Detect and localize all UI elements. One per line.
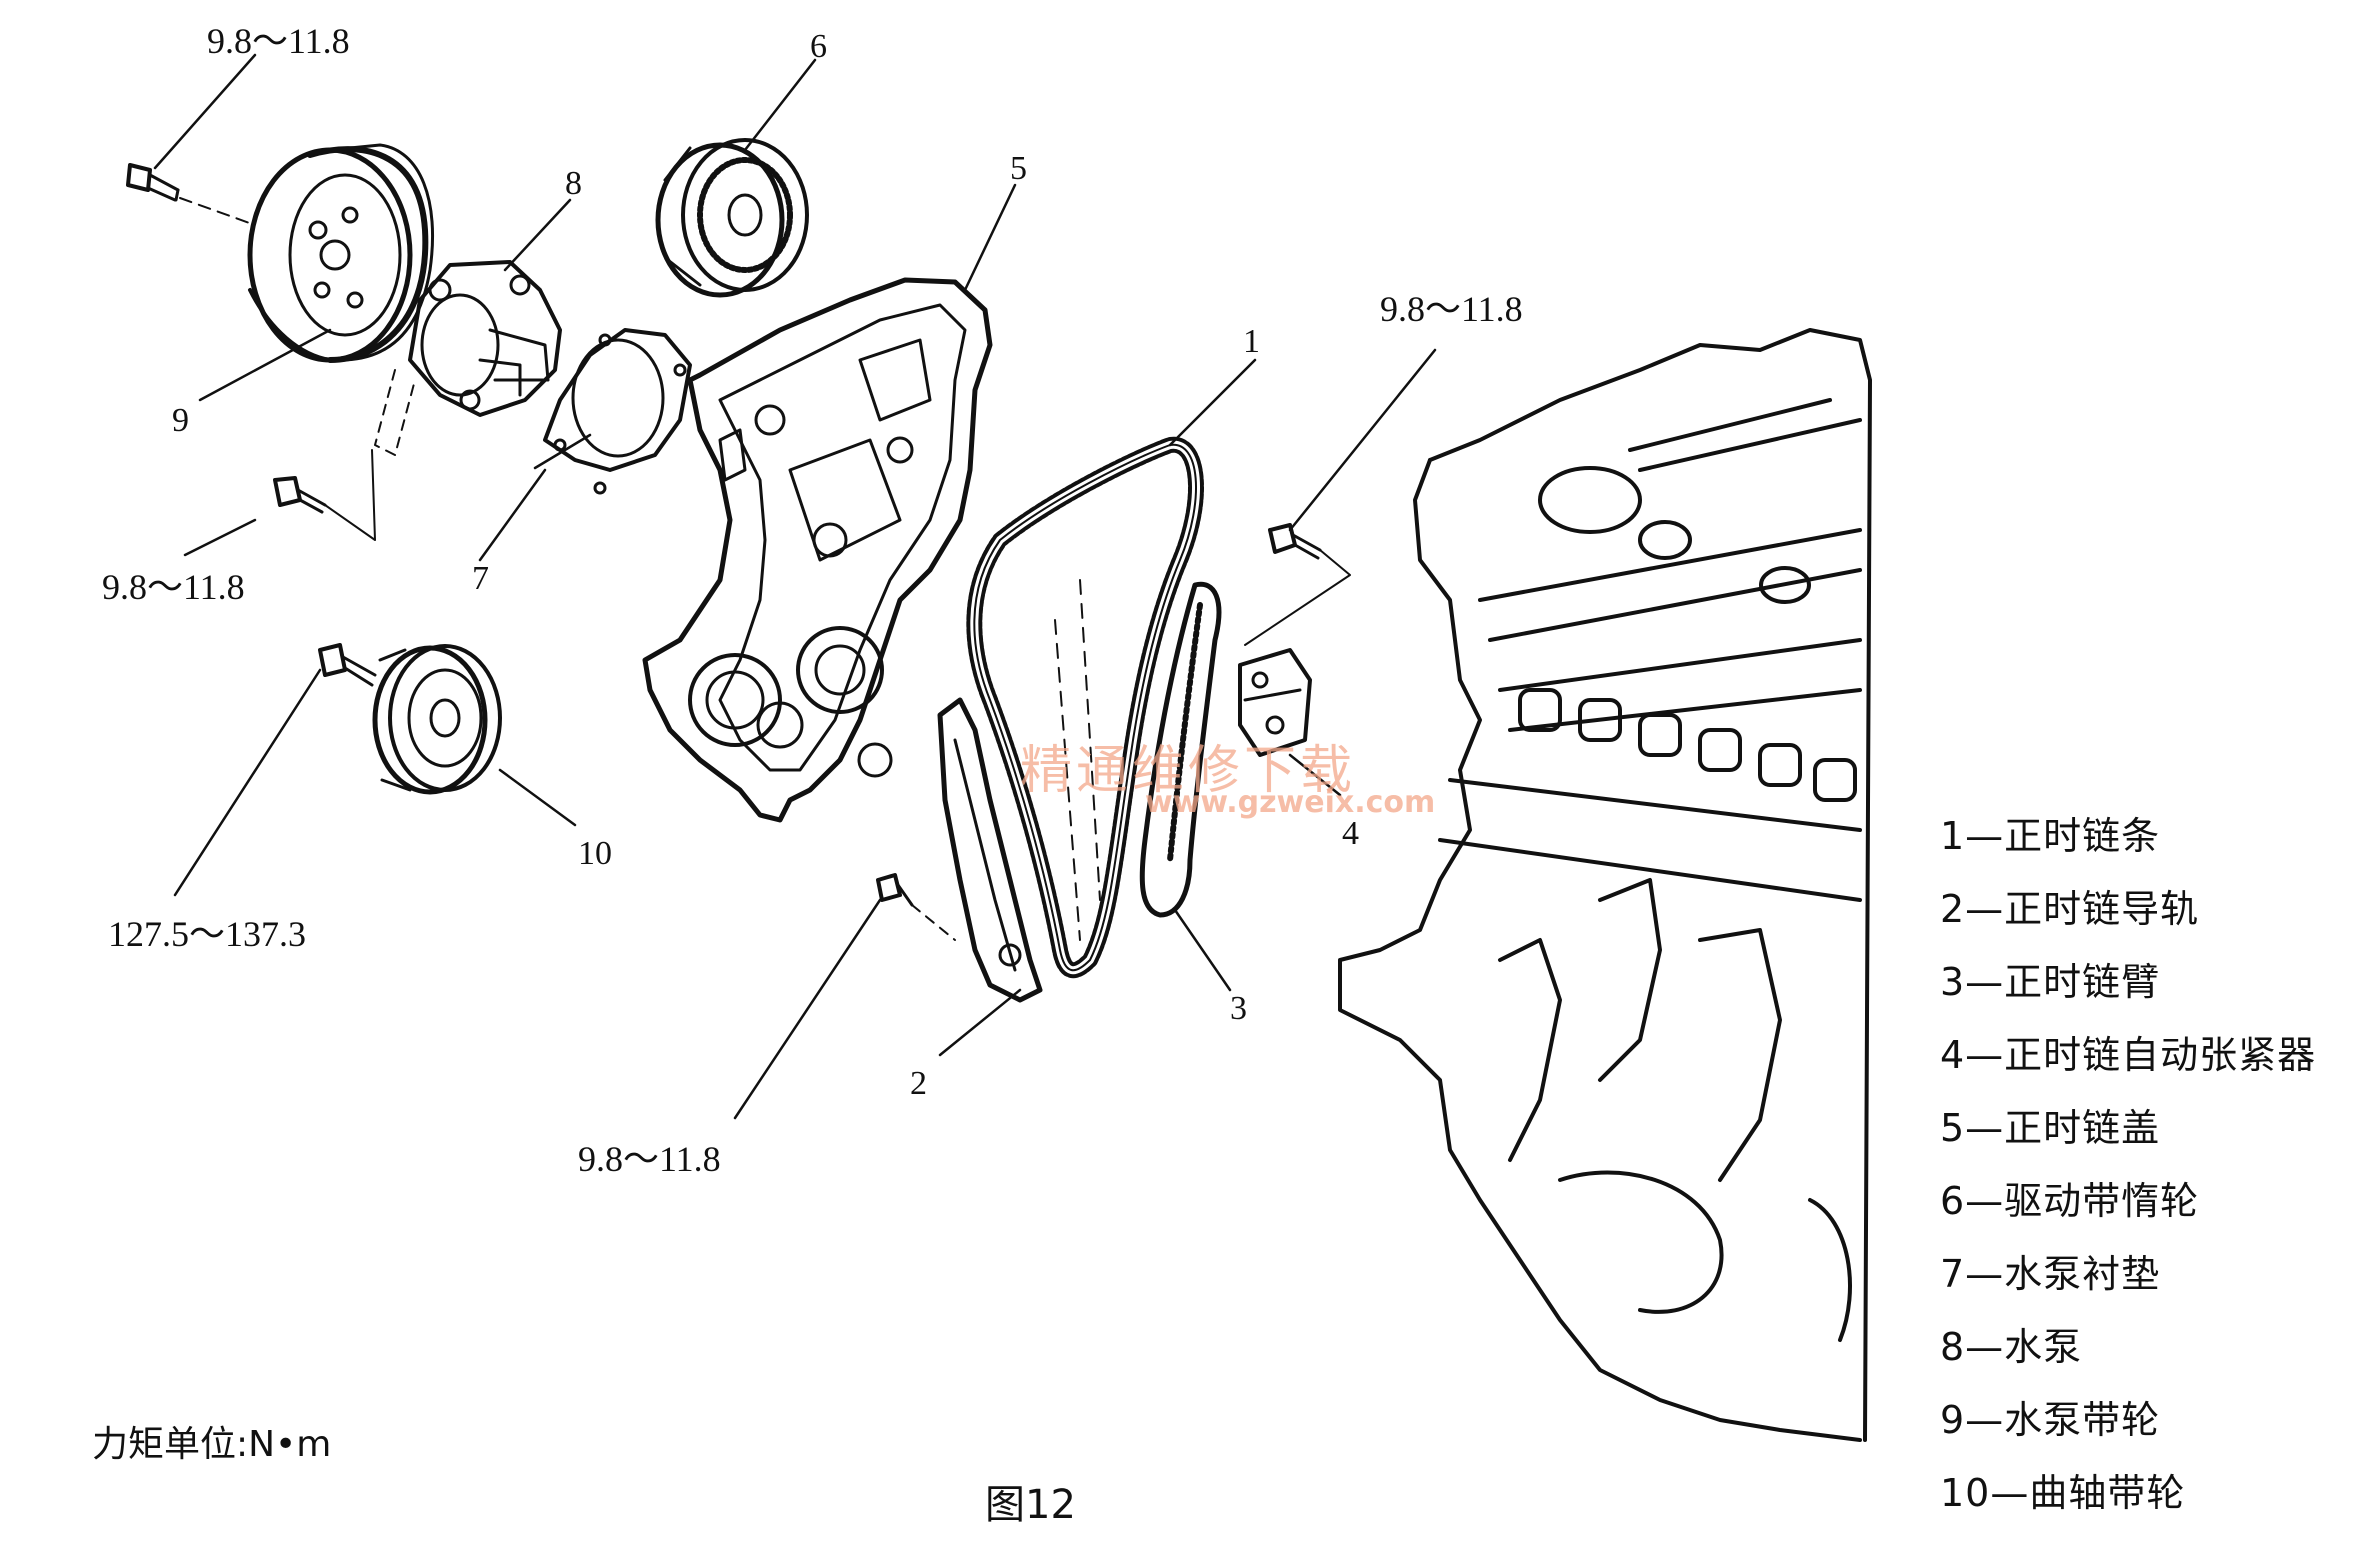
torque-label-guide-bolt: 9.8～11.8 xyxy=(578,1139,721,1179)
legend-item-8: 8—水泵 xyxy=(1940,1325,2083,1369)
timing-chain-cover xyxy=(642,277,993,823)
callout-8: 8 xyxy=(565,165,582,202)
drive-belt-idler xyxy=(655,138,809,298)
water-pump xyxy=(374,260,562,456)
water-pump-pulley xyxy=(247,143,435,363)
timing-chain xyxy=(966,436,1204,979)
callout-1: 1 xyxy=(1243,323,1260,360)
callout-5: 5 xyxy=(1010,150,1027,187)
pulley-bolt xyxy=(126,163,256,226)
legend-item-10: 10—曲轴带轮 xyxy=(1940,1471,2186,1515)
legend-item-6: 6—驱动带惰轮 xyxy=(1940,1179,2200,1223)
callout-4: 4 xyxy=(1342,815,1359,852)
guide-bolt xyxy=(876,873,956,941)
callout-2: 2 xyxy=(910,1065,927,1102)
watermark-url: www.gzweix.com xyxy=(1145,785,1436,820)
torque-unit-note: 力矩单位:N•m xyxy=(92,1424,332,1465)
torque-label-tensioner-bolt: 9.8～11.8 xyxy=(1380,289,1523,329)
watermark-title: 精通维修下载 xyxy=(1020,741,1357,801)
legend-item-4: 4—正时链自动张紧器 xyxy=(1940,1033,2317,1077)
leader-lines xyxy=(153,53,1437,1120)
legend-item-7: 7—水泵衬垫 xyxy=(1940,1252,2161,1296)
crank-bolt xyxy=(318,643,377,687)
callout-3: 3 xyxy=(1230,990,1247,1027)
engine-block xyxy=(1338,328,1872,1442)
callout-6: 6 xyxy=(810,28,827,65)
legend-item-3: 3—正时链臂 xyxy=(1940,960,2161,1004)
chain-tensioner xyxy=(1238,648,1312,757)
torque-label-pulley-bolt: 9.8～11.8 xyxy=(207,21,350,61)
callout-10: 10 xyxy=(578,835,612,872)
callout-7: 7 xyxy=(472,560,489,597)
timing-chain-arm xyxy=(1139,581,1222,918)
figure-caption: 图12 xyxy=(985,1482,1076,1528)
torque-label-pump-bolt: 9.8～11.8 xyxy=(102,567,245,607)
crankshaft-pulley xyxy=(372,644,502,795)
callout-9: 9 xyxy=(172,402,189,439)
timing-chain-guide xyxy=(937,697,1043,1003)
legend-item-9: 9—水泵带轮 xyxy=(1940,1398,2161,1442)
water-pump-gasket xyxy=(543,328,692,495)
pump-bolt xyxy=(273,449,376,541)
torque-label-crank-bolt: 127.5～137.3 xyxy=(108,914,307,954)
tensioner-bolt xyxy=(1244,523,1351,646)
legend-item-2: 2—正时链导轨 xyxy=(1940,887,2200,931)
legend-item-5: 5—正时链盖 xyxy=(1940,1106,2161,1150)
legend-item-1: 1—正时链条 xyxy=(1940,814,2161,858)
